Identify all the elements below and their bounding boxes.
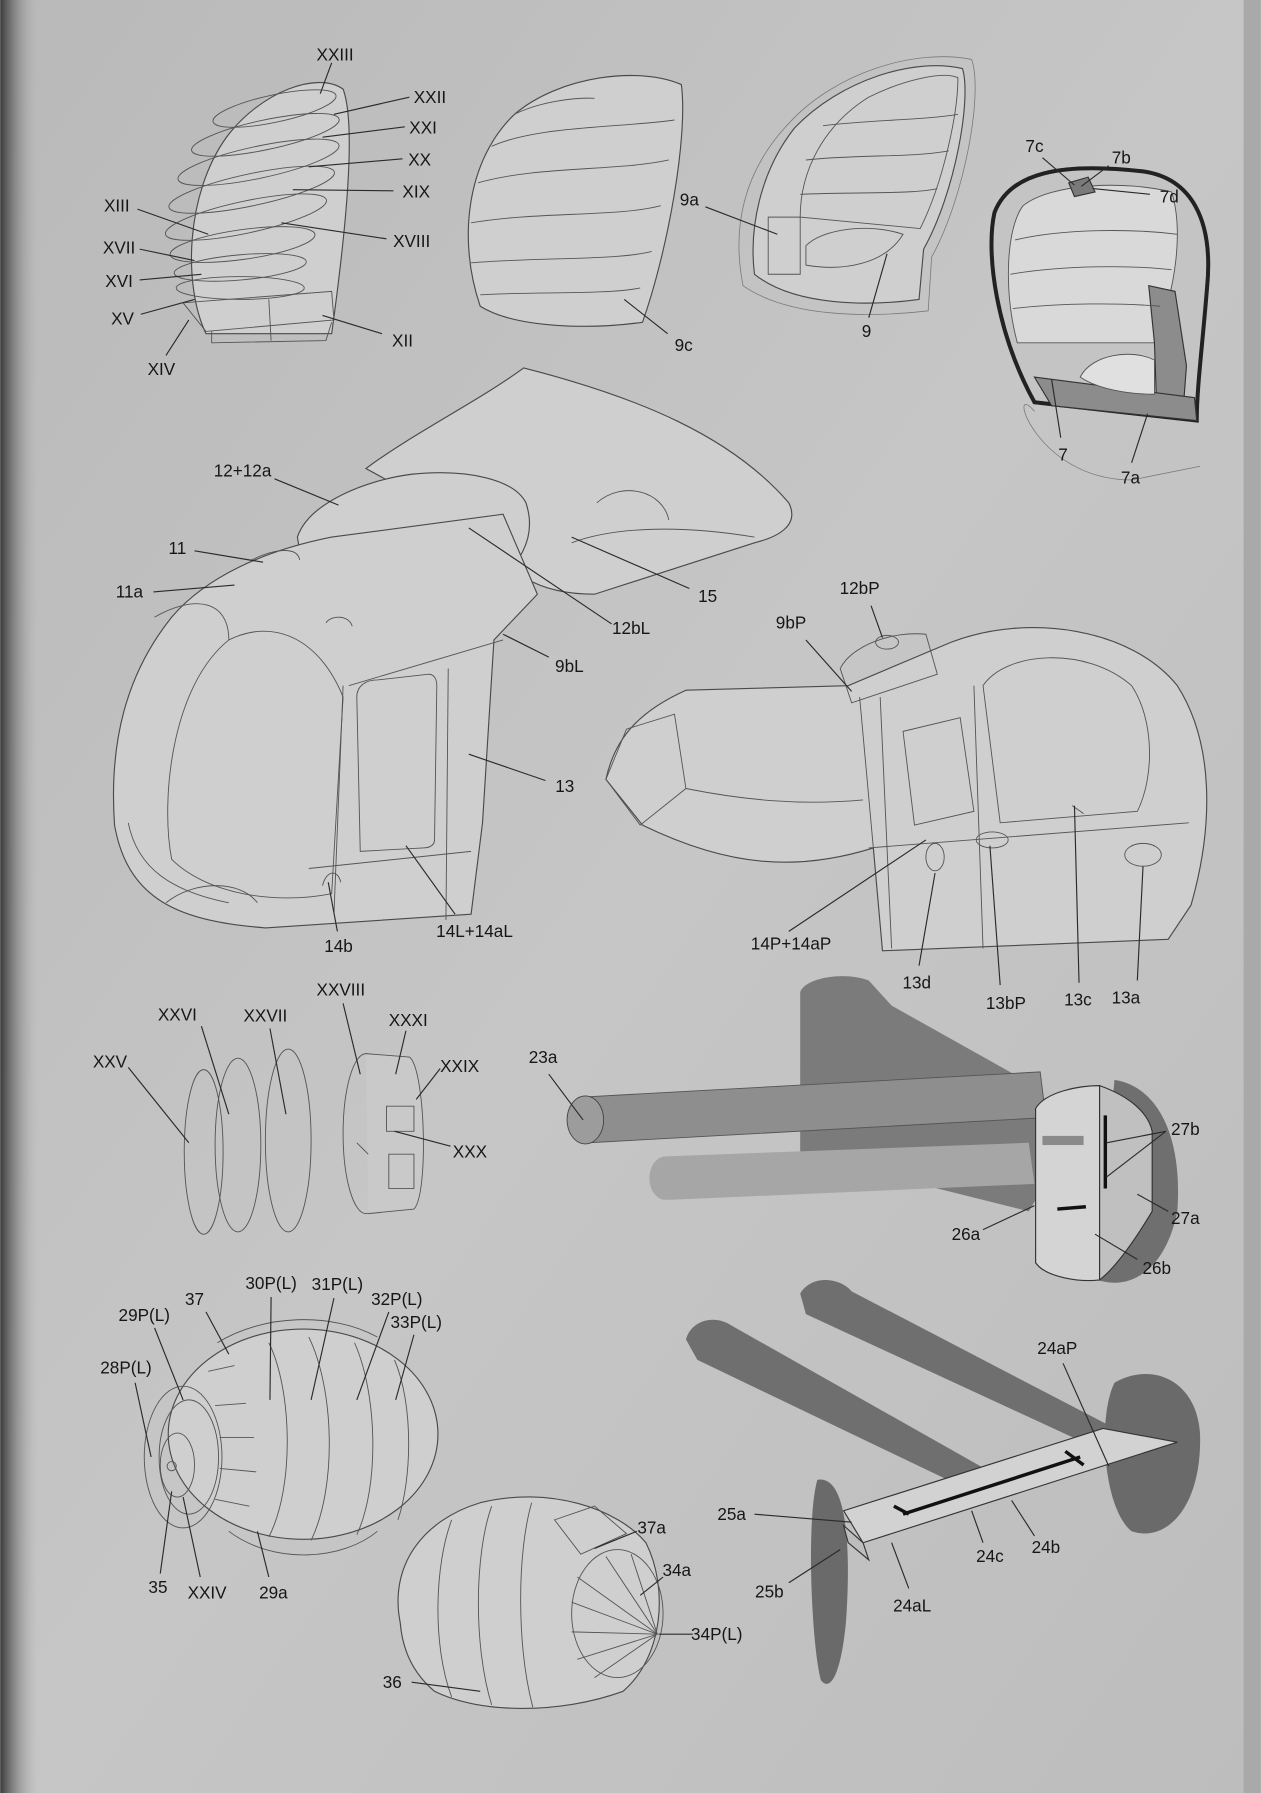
label-xiv: XIV (148, 359, 176, 379)
label-xix: XIX (402, 182, 430, 202)
labels-discs: XXVI XXVII XXVIII XXXI XXV XXIX XXX (93, 979, 488, 1161)
label-26a: 26a (952, 1224, 981, 1244)
label-26b: 26b (1142, 1258, 1171, 1278)
label-9c: 9c (675, 335, 694, 355)
fuselage-left-drawing (112, 367, 793, 929)
label-24ap: 24aP (1037, 1338, 1077, 1358)
label-xviii: XVIII (393, 231, 430, 251)
label-33pl: 33P(L) (391, 1312, 442, 1332)
label-xxi: XXI (409, 118, 437, 138)
labels-canopy: 9c 9a 9 7c 7b 7d 7 7a (675, 136, 1179, 487)
label-7d: 7d (1160, 186, 1179, 206)
canopy-frame-drawing (738, 56, 976, 315)
label-xv: XV (111, 309, 134, 329)
nose-formers-drawing (164, 81, 350, 344)
fin-26a (1035, 1085, 1101, 1281)
label-xxvii: XXVII (243, 1006, 287, 1026)
label-9: 9 (862, 321, 872, 341)
label-9bl: 9bL (555, 656, 584, 676)
label-xxiii: XXIII (317, 45, 354, 65)
label-12bl: 12bL (612, 618, 650, 638)
label-24al: 24aL (893, 1595, 931, 1615)
leader-lines (127, 62, 1169, 1692)
engine-front-drawing (143, 1319, 439, 1556)
labels-engine-front: 37 30P(L) 31P(L) 32P(L) 29P(L) 33P(L) 28… (100, 1273, 442, 1603)
label-7c: 7c (1025, 136, 1044, 156)
label-xxix: XXIX (440, 1056, 480, 1076)
label-23a: 23a (529, 1047, 558, 1067)
label-xx: XX (408, 150, 431, 170)
label-24c: 24c (976, 1546, 1004, 1566)
labels-nose-formers: XXIII XXII XXI XX XIX XIII XVIII XVII XV… (103, 45, 446, 379)
label-36: 36 (383, 1672, 402, 1692)
label-34pl: 34P(L) (691, 1624, 742, 1644)
label-11a: 11a (116, 582, 144, 602)
tail-boom-tube-lower (663, 1142, 1035, 1200)
label-13d: 13d (902, 972, 931, 992)
label-25b: 25b (755, 1582, 784, 1602)
label-7: 7 (1058, 445, 1068, 465)
labels-fuselage: 12+12a 11 11a 15 12bL 9bL 13 14b 14L+14a… (116, 461, 1141, 1014)
label-12bp: 12bP (840, 578, 880, 598)
label-9a: 9a (680, 190, 700, 210)
label-13c: 13c (1064, 990, 1092, 1010)
label-xxii: XXII (414, 87, 446, 107)
page-right-edge (1243, 0, 1261, 1793)
label-25a: 25a (717, 1504, 746, 1524)
labels-tail-boom: 23a 27b 27a 26a 26b (529, 1047, 1200, 1278)
label-29a: 29a (259, 1583, 288, 1603)
label-15: 15 (698, 586, 717, 606)
canopy-inner-drawing (989, 166, 1211, 481)
fuselage-right-drawing (605, 627, 1208, 952)
label-13: 13 (555, 776, 574, 796)
label-xxvi: XXVI (158, 1004, 197, 1024)
label-14l-14al: 14L+14aL (436, 921, 513, 941)
label-12-12a: 12+12a (214, 461, 272, 481)
label-11: 11 (169, 538, 187, 558)
labels-stabilizer: 24aP 25a 24c 24b 25b 24aL (717, 1338, 1077, 1615)
label-37a: 37a (637, 1518, 666, 1538)
labels-engine-rear: 37a 34a 34P(L) 36 (383, 1518, 743, 1692)
label-7a: 7a (1121, 467, 1141, 487)
disc-formers-drawing (183, 1048, 424, 1235)
label-xxxi: XXXI (389, 1010, 428, 1030)
label-xxv: XXV (93, 1051, 128, 1071)
label-7b: 7b (1112, 147, 1131, 167)
engine-rear-drawing (397, 1496, 664, 1709)
label-29pl: 29P(L) (119, 1305, 170, 1325)
label-27a: 27a (1171, 1208, 1200, 1228)
label-34a: 34a (662, 1560, 691, 1580)
stabilizer-plane (842, 1427, 1178, 1544)
label-13a: 13a (1112, 987, 1141, 1007)
label-xvi: XVI (105, 271, 133, 291)
label-32pl: 32P(L) (371, 1289, 422, 1309)
label-14p-14ap: 14P+14aP (751, 934, 831, 954)
stabilizer-drawing (685, 1280, 1201, 1684)
label-xiii: XIII (104, 195, 130, 215)
label-14b: 14b (324, 936, 353, 956)
label-35: 35 (148, 1577, 167, 1597)
tail-boom-drawing (566, 976, 1179, 1283)
label-30pl: 30P(L) (245, 1273, 296, 1293)
canopy-outer-drawing (467, 75, 684, 327)
label-28pl: 28P(L) (100, 1358, 151, 1378)
label-13bp: 13bP (986, 993, 1026, 1013)
label-9bp: 9bP (776, 613, 806, 633)
label-xvii: XVII (103, 238, 135, 258)
stabilizer-endplate-left (810, 1479, 848, 1684)
stabilizer-endplate-right (1104, 1373, 1201, 1534)
label-xxx: XXX (453, 1142, 488, 1162)
label-xii: XII (392, 330, 413, 350)
page-left-edge-shadow (0, 0, 40, 1793)
label-31pl: 31P(L) (312, 1274, 363, 1294)
label-27b: 27b (1171, 1119, 1200, 1139)
label-xxiv: XXIV (188, 1583, 228, 1603)
label-37: 37 (185, 1289, 204, 1309)
label-xxviii: XXVIII (317, 979, 366, 999)
label-24b: 24b (1032, 1537, 1061, 1557)
